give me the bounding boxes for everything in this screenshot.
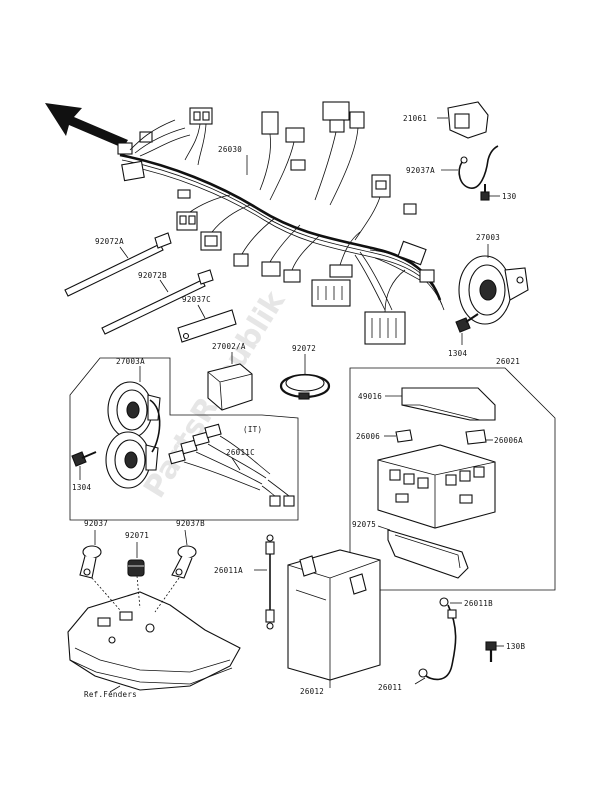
bolt-130 bbox=[480, 184, 490, 201]
label-130: 130 bbox=[502, 192, 517, 201]
label-26011B: 26011B bbox=[464, 599, 493, 608]
horn-27003 bbox=[458, 255, 529, 325]
lead-26011A bbox=[265, 534, 275, 630]
bracket-92037C bbox=[177, 309, 237, 343]
label-92037: 92037 bbox=[84, 519, 108, 528]
label-27002A: 27002/A bbox=[212, 342, 246, 351]
label-27003: 27003 bbox=[476, 233, 500, 242]
band-92072B bbox=[101, 269, 214, 335]
main-harness bbox=[117, 101, 445, 345]
label-92072A: 92072A bbox=[95, 237, 124, 246]
label-92037A: 92037A bbox=[406, 166, 435, 175]
label-26021: 26021 bbox=[496, 357, 520, 366]
fuse-box-body bbox=[377, 444, 496, 529]
label-26011: 26011 bbox=[378, 683, 402, 692]
label-21061: 21061 bbox=[403, 114, 427, 123]
bolt-1304-left bbox=[71, 451, 97, 467]
label-26006A: 26006A bbox=[494, 436, 523, 445]
fuse-26006A bbox=[465, 429, 487, 445]
relay-21061 bbox=[447, 101, 489, 139]
label-92072: 92072 bbox=[292, 344, 316, 353]
bolt-1304-right bbox=[455, 313, 479, 333]
bracket-92037 bbox=[79, 545, 102, 579]
label-26012: 26012 bbox=[300, 687, 324, 696]
label-26011C: 26011C bbox=[226, 448, 255, 457]
it-variant-box bbox=[69, 357, 299, 521]
label-130B: 130B bbox=[506, 642, 525, 651]
label-92075: 92075 bbox=[352, 520, 376, 529]
label-92037B: 92037B bbox=[176, 519, 205, 528]
tray-92075 bbox=[387, 529, 469, 579]
label-26011A: 26011A bbox=[214, 566, 243, 575]
horn-27003A-upper bbox=[107, 381, 161, 439]
bracket-92037A bbox=[458, 145, 499, 189]
cover-49016 bbox=[401, 387, 496, 421]
label-27003A: 27003A bbox=[116, 357, 145, 366]
battery-26012 bbox=[287, 549, 381, 681]
cable-26011B bbox=[418, 597, 457, 681]
label-92071: 92071 bbox=[125, 531, 149, 540]
clamp-92072 bbox=[279, 373, 331, 400]
fuse-26006 bbox=[395, 429, 413, 443]
label-it: (IT) bbox=[243, 425, 262, 434]
label-1304-right: 1304 bbox=[448, 349, 467, 358]
rear-fender bbox=[67, 591, 241, 691]
label-92037C: 92037C bbox=[182, 295, 211, 304]
label-26006: 26006 bbox=[356, 432, 380, 441]
relay-27002A bbox=[207, 363, 253, 411]
label-1304-left: 1304 bbox=[72, 483, 91, 492]
label-ref-fenders: Ref.Fenders bbox=[84, 690, 137, 699]
label-49016: 49016 bbox=[358, 392, 382, 401]
front-arrow-icon bbox=[45, 103, 128, 148]
grommet-92071 bbox=[127, 559, 145, 577]
band-92072A bbox=[64, 232, 172, 297]
label-92072B: 92072B bbox=[138, 271, 167, 280]
sub-harness-26011C bbox=[168, 423, 295, 507]
bracket-92037B bbox=[171, 545, 197, 579]
bolt-130B bbox=[485, 641, 497, 662]
horn-27003A-lower bbox=[105, 431, 159, 489]
label-26030: 26030 bbox=[218, 145, 242, 154]
